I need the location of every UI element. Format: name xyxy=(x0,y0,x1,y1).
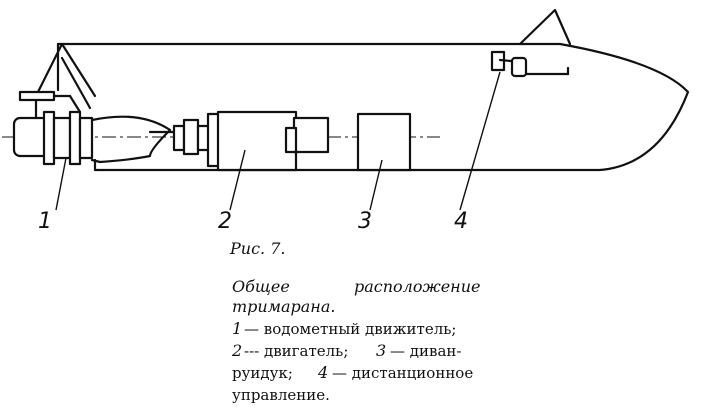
leader-4 xyxy=(459,71,501,211)
caption: Общее расположение тримарана. 1 — водоме… xyxy=(231,277,480,404)
callout-4: 4 xyxy=(454,209,468,234)
seat-box xyxy=(356,112,412,172)
leader-2 xyxy=(229,149,246,211)
caption-title-word1: Общее xyxy=(232,277,290,296)
leader-3 xyxy=(369,159,383,211)
figure-label: Рис. 7. xyxy=(229,239,285,258)
leader-1 xyxy=(55,157,67,211)
caption-title-line2: тримарана. xyxy=(232,297,335,316)
caption-item2-num: 2 xyxy=(231,341,242,360)
caption-item4-text: — дистанционное xyxy=(332,364,473,382)
caption-title-word2: расположение xyxy=(354,277,480,296)
engine xyxy=(206,110,330,172)
remote-control xyxy=(490,50,570,78)
caption-item1-num: 1 xyxy=(232,319,242,338)
caption-item1-text: — водометный движитель; xyxy=(244,320,456,338)
caption-item3-text-cont: руидук; xyxy=(232,364,293,382)
caption-item4-text-cont: управление. xyxy=(232,386,330,404)
water-jet-propulsor xyxy=(12,90,172,166)
caption-item3-num: 3 xyxy=(376,341,386,360)
hull xyxy=(36,8,690,172)
callout-2: 2 xyxy=(218,209,232,234)
callout-1: 1 xyxy=(38,209,52,234)
callout-3: 3 xyxy=(358,209,372,234)
caption-item3-text: — диван- xyxy=(390,342,461,360)
caption-item4-num: 4 xyxy=(317,363,328,382)
caption-item2-text: --- двигатель; xyxy=(244,342,348,360)
